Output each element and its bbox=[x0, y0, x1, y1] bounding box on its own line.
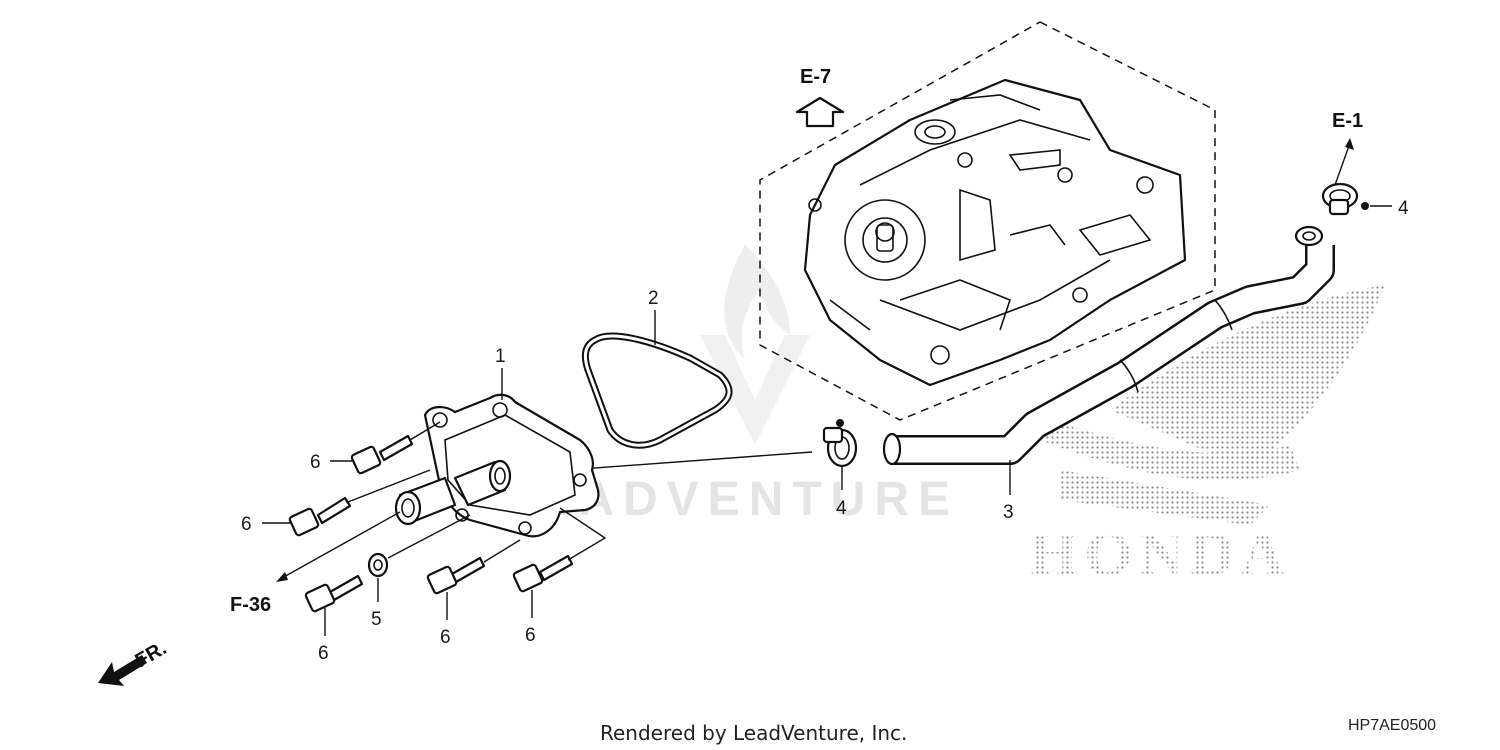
label-part-3: 3 bbox=[1003, 502, 1014, 523]
front-direction-arrow-icon bbox=[98, 655, 147, 686]
honda-text-watermark: HONDA bbox=[1030, 521, 1291, 589]
hose-clamp-lower bbox=[822, 419, 858, 468]
flange-bolt-4 bbox=[426, 556, 486, 595]
water-hose bbox=[882, 225, 1335, 466]
label-part-2: 2 bbox=[648, 288, 659, 309]
flange-bolt-2 bbox=[288, 496, 352, 537]
ref-f36-label: F-36 bbox=[230, 594, 271, 616]
label-part-4-lower: 4 bbox=[836, 498, 847, 519]
honda-wing-watermark bbox=[1040, 285, 1385, 525]
diagram-code: HP7AE0500 bbox=[1348, 717, 1436, 734]
label-part-6-b: 6 bbox=[241, 514, 252, 535]
up-arrow-icon bbox=[795, 96, 845, 128]
label-part-6-d: 6 bbox=[440, 627, 451, 648]
flange-bolt-5 bbox=[512, 554, 574, 593]
leader-line bbox=[409, 421, 441, 441]
engine-reference-outline bbox=[759, 21, 1216, 421]
gasket-o-ring bbox=[581, 332, 733, 449]
flange-bolt-3 bbox=[304, 574, 364, 613]
label-part-6-c: 6 bbox=[318, 643, 329, 664]
ref-e1-label: E-1 bbox=[1332, 110, 1363, 132]
hose-clamp-upper bbox=[1321, 182, 1369, 216]
label-part-6-a: 6 bbox=[310, 452, 321, 473]
e1-arrow-head-icon bbox=[1345, 138, 1354, 150]
label-part-4-upper: 4 bbox=[1398, 198, 1409, 219]
leader-line bbox=[483, 539, 521, 563]
water-pump-cover bbox=[394, 393, 600, 538]
ref-e7-label: E-7 bbox=[800, 66, 831, 88]
f36-arrow-head-icon bbox=[276, 572, 288, 582]
leadventure-logo-watermark bbox=[700, 245, 810, 445]
f36-arrow-line bbox=[281, 511, 401, 579]
flange-bolt-1 bbox=[350, 434, 414, 475]
leader-line bbox=[559, 507, 607, 561]
sealing-washer bbox=[367, 552, 389, 578]
leader-line bbox=[387, 514, 471, 559]
gasket-inner-line bbox=[583, 334, 731, 447]
e1-arrow-line bbox=[1334, 142, 1351, 186]
engine-crankcase bbox=[803, 78, 1187, 387]
label-part-6-e: 6 bbox=[525, 625, 536, 646]
rendered-by-footer: Rendered by LeadVenture, Inc. bbox=[600, 721, 907, 745]
leader-line bbox=[347, 469, 431, 503]
label-part-5: 5 bbox=[371, 609, 382, 630]
label-part-1: 1 bbox=[495, 346, 506, 367]
